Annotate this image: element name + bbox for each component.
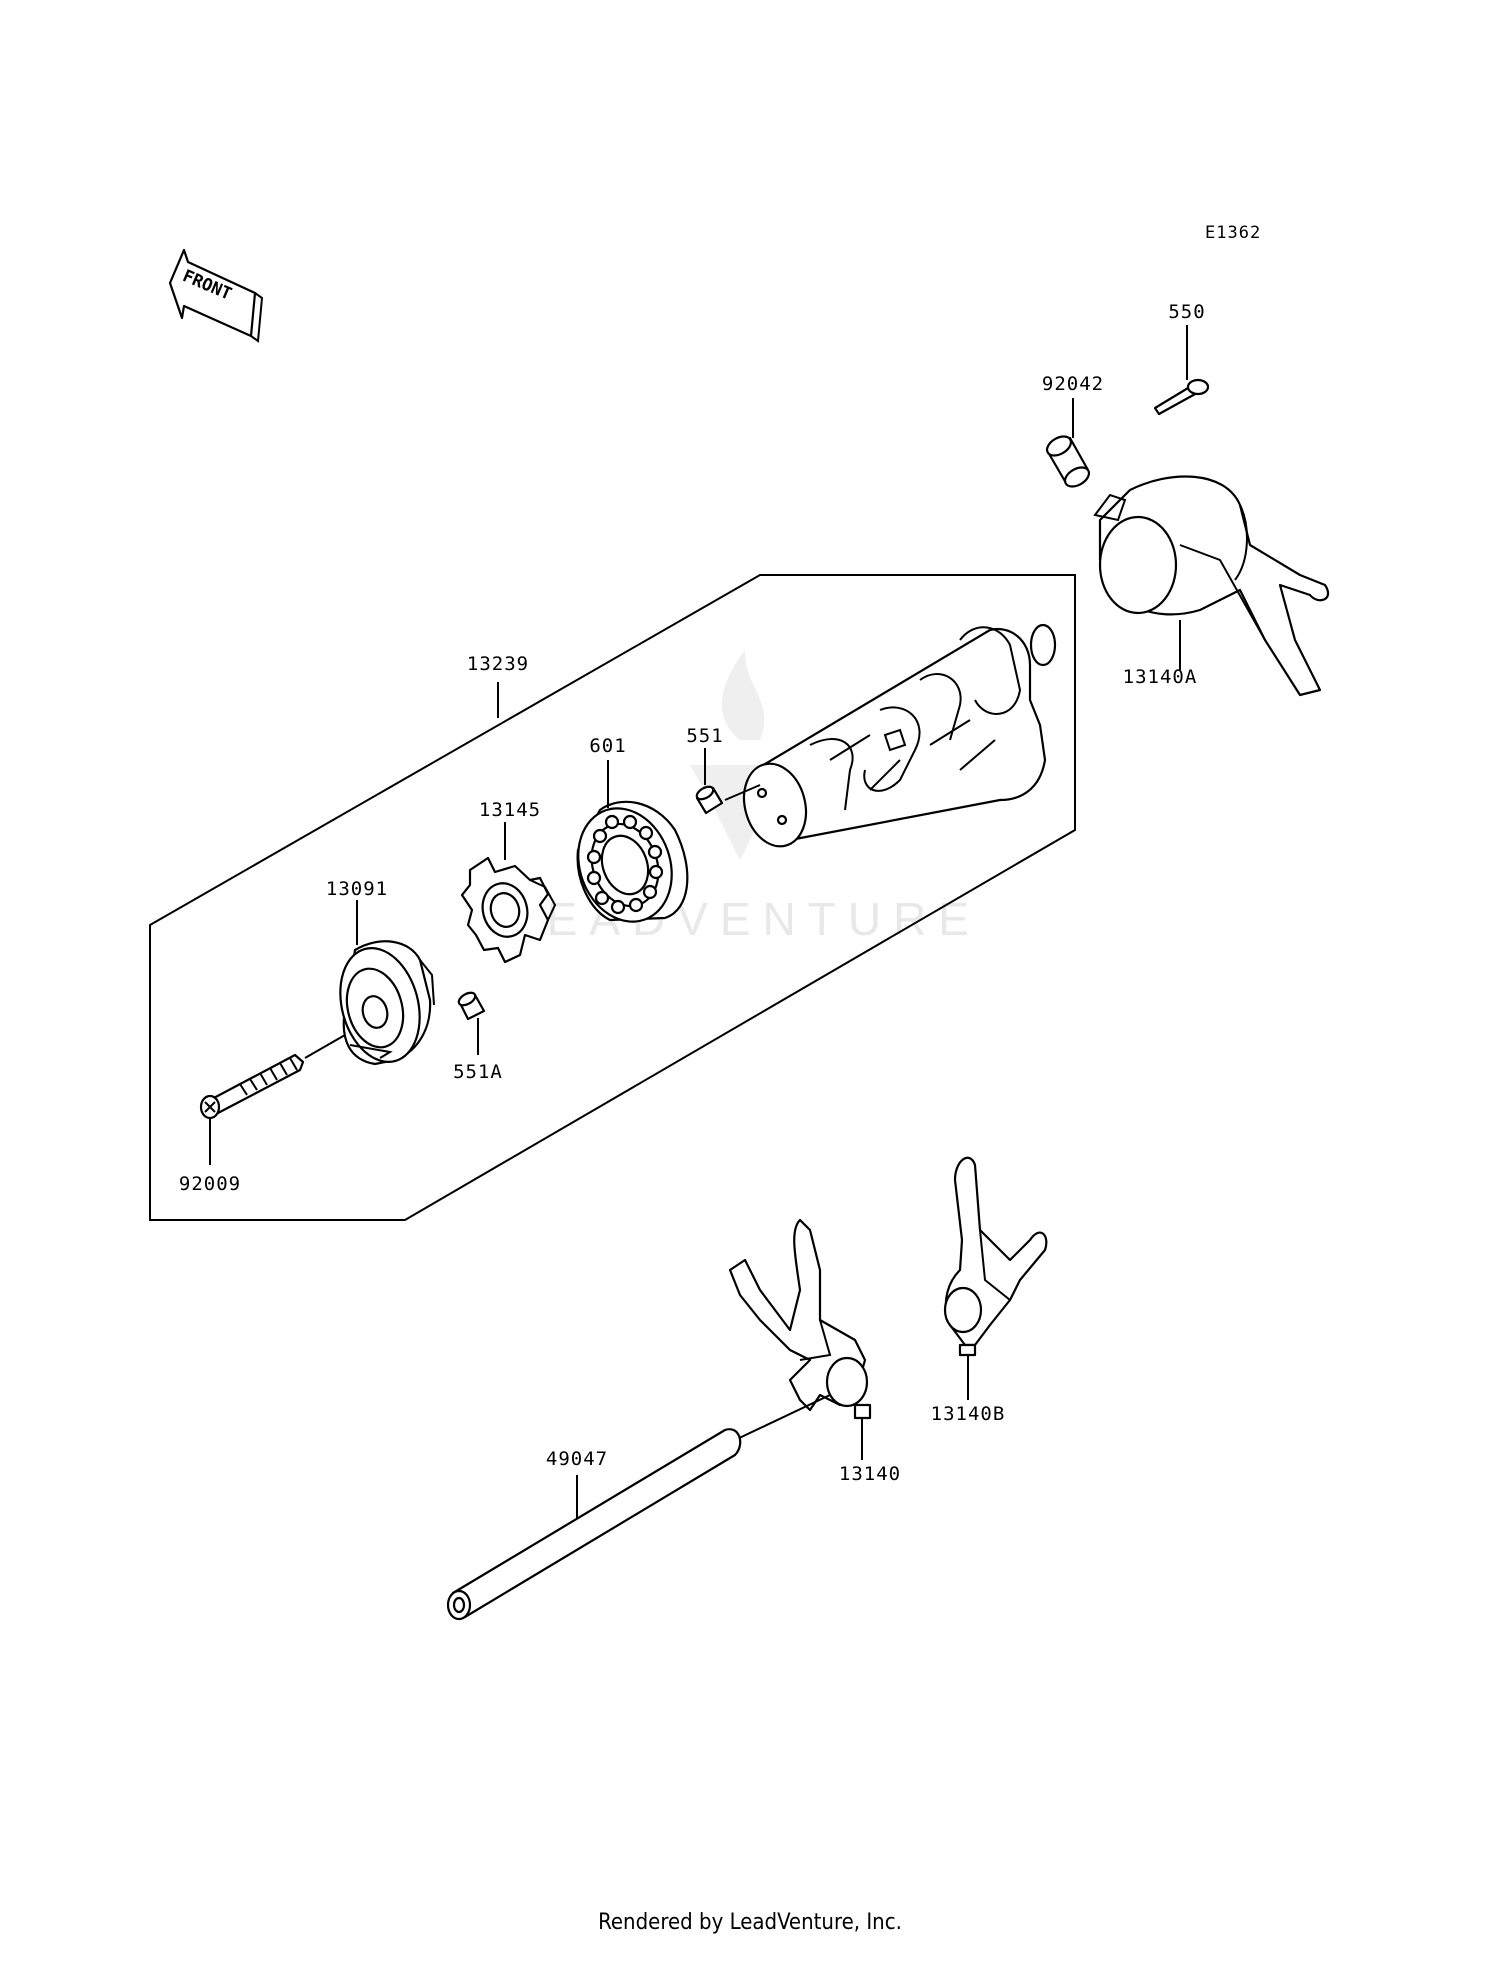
part-label-13239: 13239 — [467, 653, 529, 675]
part-label-551: 551 — [686, 725, 723, 747]
diagram-ref-code: E1362 — [1205, 223, 1261, 243]
part-label-92042: 92042 — [1042, 373, 1104, 395]
part-13140B-shift-fork — [943, 1156, 1048, 1400]
part-label-13140B: 13140B — [931, 1403, 1006, 1425]
part-label-13091: 13091 — [326, 878, 388, 900]
part-49047-shaft — [446, 1428, 742, 1621]
part-551-pin — [695, 748, 761, 815]
part-551A-pin — [457, 991, 486, 1055]
part-label-13145: 13145 — [479, 799, 541, 821]
part-13140-shift-fork — [728, 1218, 872, 1460]
watermark-text: LEADVENTURE — [509, 893, 981, 945]
watermark-flame-icon — [721, 650, 765, 740]
part-label-49047: 49047 — [546, 1448, 608, 1470]
part-label-13140: 13140 — [839, 1463, 901, 1485]
part-92009-screw — [199, 1034, 346, 1165]
assembly-outline-13239 — [149, 574, 1076, 1221]
part-label-601: 601 — [589, 735, 626, 757]
part-13091-holder — [339, 900, 435, 1066]
part-label-551A: 551A — [453, 1061, 503, 1083]
part-label-550: 550 — [1168, 301, 1205, 323]
part-label-13140A: 13140A — [1123, 666, 1198, 688]
part-13239-shift-drum — [742, 623, 1057, 848]
part-550-cotter-pin — [1153, 325, 1210, 416]
footer-rendered-by: Rendered by LeadVenture, Inc. — [598, 1910, 902, 1935]
bearing-balls — [586, 814, 664, 915]
part-13145-star-cam — [460, 822, 557, 964]
part-13140A-shift-fork — [1093, 475, 1330, 697]
front-arrow-icon: FRONT — [168, 248, 264, 343]
part-label-92009: 92009 — [179, 1173, 241, 1195]
part-92042-pin — [1045, 398, 1091, 488]
part-601-bearing — [576, 760, 689, 923]
